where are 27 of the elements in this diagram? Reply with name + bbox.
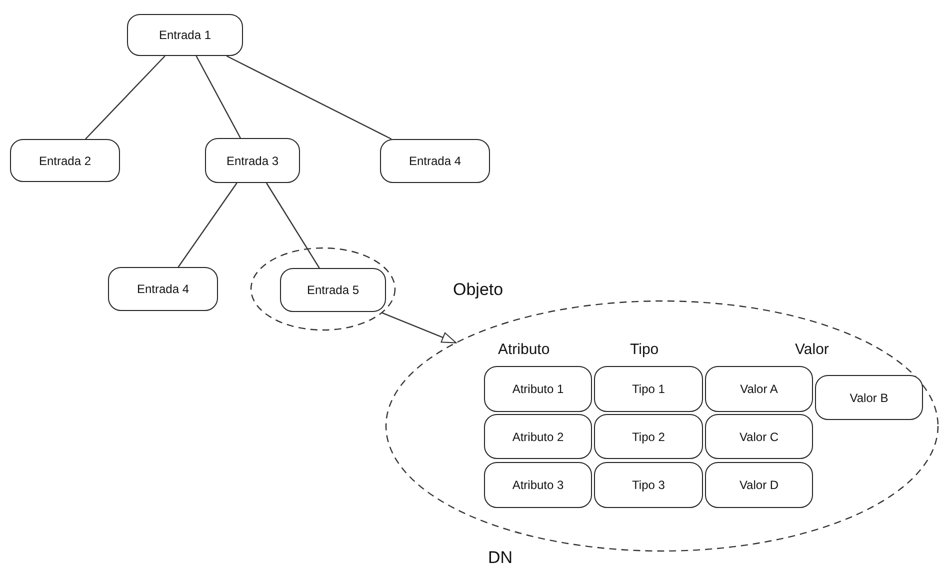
rounded-box: Valor B [815, 375, 923, 420]
rounded-box: Entrada 5 [280, 268, 386, 312]
connector-line [226, 55, 392, 140]
rounded-box: Atributo 2 [484, 414, 592, 459]
rounded-box: Tipo 2 [594, 414, 703, 459]
connector-line [196, 56, 241, 138]
connector-line [178, 182, 238, 268]
rounded-box: Entrada 3 [205, 138, 300, 183]
arrow [382, 312, 457, 344]
rounded-box: Valor A [705, 366, 813, 412]
rounded-box: Atributo 3 [484, 462, 592, 508]
rounded-box: Atributo 1 [484, 366, 592, 412]
rounded-box: Valor D [705, 462, 813, 508]
connector-line [85, 56, 166, 140]
group-heading: Objeto [453, 280, 504, 300]
node-caption: DN [488, 548, 513, 568]
connector-line [266, 182, 320, 268]
rounded-box: Entrada 2 [10, 139, 120, 182]
rounded-box: Tipo 3 [594, 462, 703, 508]
column-heading: Atributo [498, 341, 550, 358]
rounded-box: Tipo 1 [594, 366, 703, 412]
rounded-box: Entrada 4 [108, 267, 218, 311]
column-heading: Tipo [630, 341, 659, 358]
rounded-box: Entrada 4 [380, 139, 490, 183]
rounded-box: Entrada 1 [127, 14, 243, 56]
column-heading: Valor [795, 341, 829, 358]
rounded-box: Valor C [705, 414, 813, 459]
